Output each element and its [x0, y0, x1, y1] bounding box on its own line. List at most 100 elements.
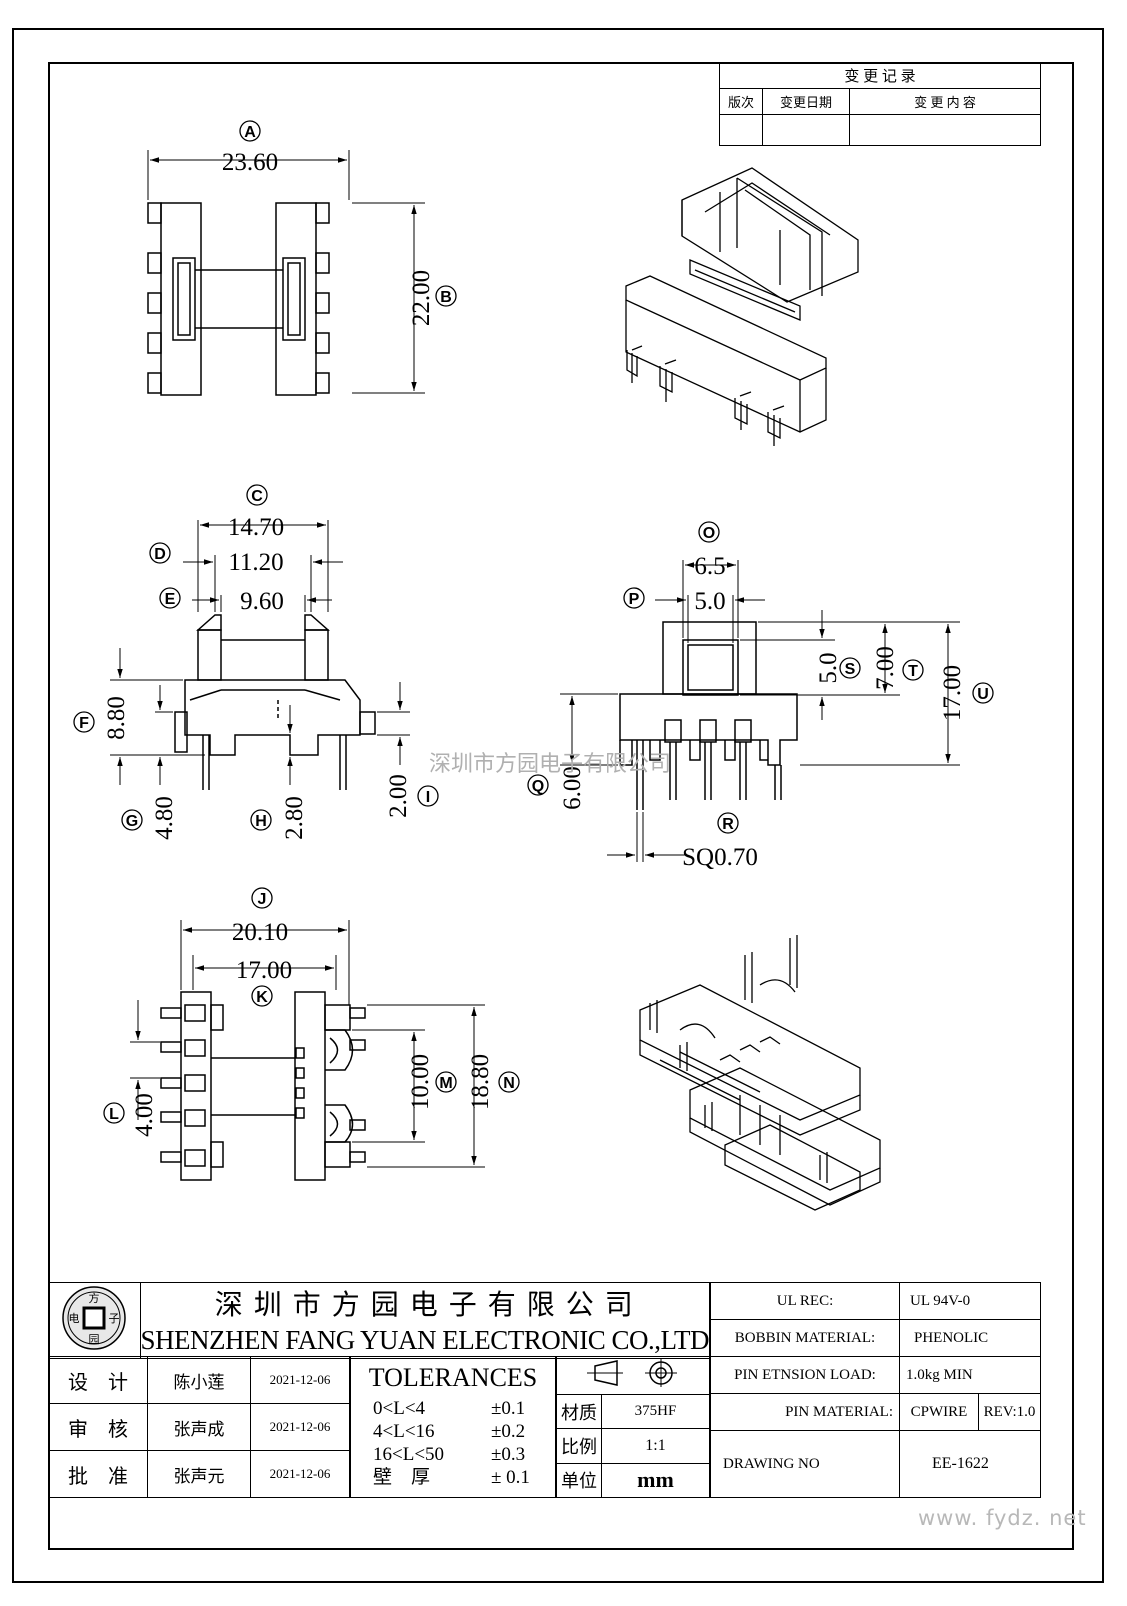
tolerances-block: TOLERANCES 0<L<4±0.1 4<L<16±0.2 16<L<50±…: [350, 1356, 556, 1498]
label-u-circle: U: [972, 682, 994, 704]
tolerance-row: 4<L<16±0.2: [373, 1421, 526, 1442]
ul-rec-label: UL REC:: [710, 1282, 900, 1320]
revision-table: 变 更 记 录 版次 变更日期 变 更 内 容: [719, 62, 1041, 146]
dim-r-value: SQ0.70: [682, 844, 758, 871]
ul-rec-value: UL 94V-0: [899, 1282, 1041, 1320]
svg-text:O: O: [703, 525, 715, 542]
label-c-circle: C: [246, 484, 268, 506]
front-view: [560, 560, 960, 862]
isometric-view-bottom: [639, 935, 881, 1211]
company-name-en: SHENZHEN FANG YUAN ELECTRONIC CO.,LTD: [139, 1323, 710, 1359]
svg-text:T: T: [908, 663, 918, 680]
label-k-circle: K: [251, 985, 273, 1007]
drawing-border: [48, 62, 1074, 1550]
dim-g-value: 4.80: [151, 796, 178, 840]
svg-text:S: S: [845, 661, 856, 678]
label-i-circle: I: [417, 785, 439, 807]
company-name-cn: 深 圳 市 方 园 电 子 有 限 公 司: [139, 1282, 710, 1323]
dim-n-value: 18.80: [467, 1054, 494, 1110]
pin-material-label: PIN MATERIAL:: [710, 1393, 900, 1431]
company-logo: 方 电 子 园: [62, 1286, 126, 1350]
dim-u-value: 17.00: [939, 665, 966, 721]
material-value: 375HF: [601, 1393, 710, 1430]
svg-text:K: K: [256, 989, 268, 1006]
scale-value: 1:1: [601, 1428, 710, 1464]
empty-cell: [719, 114, 763, 146]
label-f-circle: F: [73, 711, 95, 733]
logo-cell: 方 电 子 园: [48, 1282, 141, 1359]
tolerance-row: 0<L<4±0.1: [373, 1398, 526, 1419]
svg-text:Q: Q: [532, 778, 544, 795]
svg-text:子: 子: [109, 1312, 120, 1325]
svg-text:N: N: [503, 1075, 515, 1092]
label-j-circle: J: [251, 887, 273, 909]
label-l-circle: L: [103, 1102, 125, 1124]
dim-a-value: 23.60: [222, 149, 278, 176]
label-a-circle: A: [239, 120, 261, 142]
col-version: 版次: [719, 88, 763, 115]
dim-j-value: 20.10: [232, 919, 288, 946]
label-s-circle: S: [839, 657, 861, 679]
dim-c-value: 14.70: [228, 514, 284, 541]
date-design: 2021-12-06: [250, 1356, 350, 1404]
svg-text:B: B: [440, 289, 452, 306]
projection-symbol-cell: [556, 1356, 710, 1395]
dim-e-value: 9.60: [240, 588, 284, 615]
bobbin-label: BOBBIN MATERIAL:: [710, 1319, 900, 1357]
empty-cell: [762, 114, 850, 146]
label-b-circle: B: [435, 285, 457, 307]
drawing-no-label: DRAWING NO: [710, 1430, 900, 1498]
material-block: 材质 375HF 比例 1:1 单位 mm: [556, 1356, 710, 1499]
col-date: 变更日期: [762, 88, 850, 115]
date-review: 2021-12-06: [250, 1403, 350, 1451]
watermark-company: 深圳市方园电子有限公司: [429, 752, 671, 777]
label-g-circle: G: [121, 809, 143, 831]
empty-cell: [849, 114, 1041, 146]
dim-s-value: 5.0: [815, 652, 842, 683]
bottom-view: [130, 920, 485, 1181]
label-r-circle: R: [717, 812, 739, 834]
svg-text:C: C: [251, 488, 263, 505]
svg-text:E: E: [165, 591, 176, 608]
scale-label: 比例: [556, 1428, 602, 1464]
tolerance-row: 16<L<50±0.3: [373, 1444, 526, 1465]
title-block-company: 方 电 子 园 深 圳 市 方 园 电 子 有 限 公 司 SHENZHEN F…: [48, 1282, 710, 1359]
name-approve: 张声元: [147, 1450, 251, 1498]
svg-text:D: D: [154, 546, 166, 563]
dim-f-value: 8.80: [103, 696, 130, 740]
unit-value: mm: [601, 1462, 710, 1499]
dim-i-value: 2.00: [385, 774, 412, 818]
pin-material-value: CPWIRE: [899, 1393, 979, 1431]
side-view: [110, 520, 410, 790]
role-design: 设 计: [48, 1356, 148, 1404]
svg-text:P: P: [629, 591, 640, 608]
outer-border: [12, 28, 1104, 1583]
dim-k-value: 17.00: [236, 957, 292, 984]
label-m-circle: M: [435, 1071, 457, 1093]
svg-text:I: I: [426, 789, 430, 806]
label-q-circle: Q: [527, 774, 549, 796]
role-approve: 批 准: [48, 1450, 148, 1498]
dim-m-value: 10.00: [407, 1054, 434, 1110]
tolerance-row: 壁 厚± 0.1: [373, 1467, 530, 1488]
dim-o-value: 6.5: [694, 553, 725, 580]
svg-text:H: H: [255, 813, 267, 830]
specs-block: UL REC: UL 94V-0 BOBBIN MATERIAL: PHENOL…: [710, 1282, 1041, 1498]
name-review: 张声成: [147, 1403, 251, 1451]
watermark-website: www. fydz. net: [918, 1506, 1087, 1530]
unit-label: 单位: [556, 1462, 602, 1499]
title-block-signoff: 设 计 陈小莲 2021-12-06 审 核 张声成 2021-12-06 批 …: [48, 1356, 350, 1498]
svg-text:G: G: [126, 813, 138, 830]
isometric-view-top: [625, 167, 859, 446]
tolerances-title: TOLERANCES: [368, 1363, 538, 1392]
top-view: [147, 150, 425, 396]
label-h-circle: H: [250, 809, 272, 831]
name-design: 陈小莲: [147, 1356, 251, 1404]
svg-text:F: F: [79, 715, 89, 732]
label-o-circle: O: [698, 521, 720, 543]
dim-q-value: 6.00: [559, 766, 586, 810]
dim-p-value: 5.0: [694, 588, 725, 615]
revision-title: 变 更 记 录: [719, 62, 1041, 89]
label-d-circle: D: [149, 542, 171, 564]
